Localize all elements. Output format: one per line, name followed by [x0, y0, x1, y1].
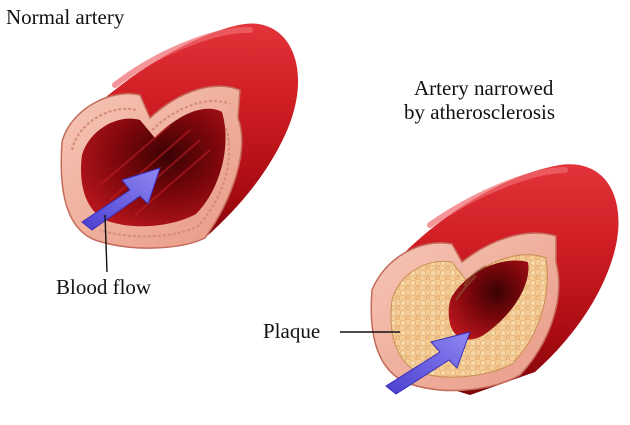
- blood-flow-leader-line: [104, 214, 108, 273]
- plaque-rough-edge: [455, 265, 487, 301]
- narrowed-blood-flow-arrow: [385, 331, 471, 395]
- narrowed-artery-highlight: [427, 167, 568, 228]
- narrowed-artery: [340, 164, 619, 395]
- narrowed-artery-label-line1: Artery narrowed: [414, 76, 554, 100]
- plaque-label: Plaque: [263, 319, 321, 343]
- narrowed-artery-label-line2: by atherosclerosis: [404, 100, 556, 124]
- normal-artery-lumen: [80, 108, 226, 227]
- normal-artery-wall-layer: [71, 100, 231, 238]
- normal-artery-lumen-streaks: [99, 124, 211, 216]
- blood-flow-label: Blood flow: [56, 275, 152, 299]
- blood-flow-arrow: [81, 167, 161, 231]
- normal-artery-highlight: [112, 26, 253, 88]
- normal-artery: [60, 23, 299, 273]
- normal-artery-label: Normal artery: [6, 5, 125, 29]
- narrowed-artery-label: Artery narrowed by atherosclerosis: [404, 76, 555, 124]
